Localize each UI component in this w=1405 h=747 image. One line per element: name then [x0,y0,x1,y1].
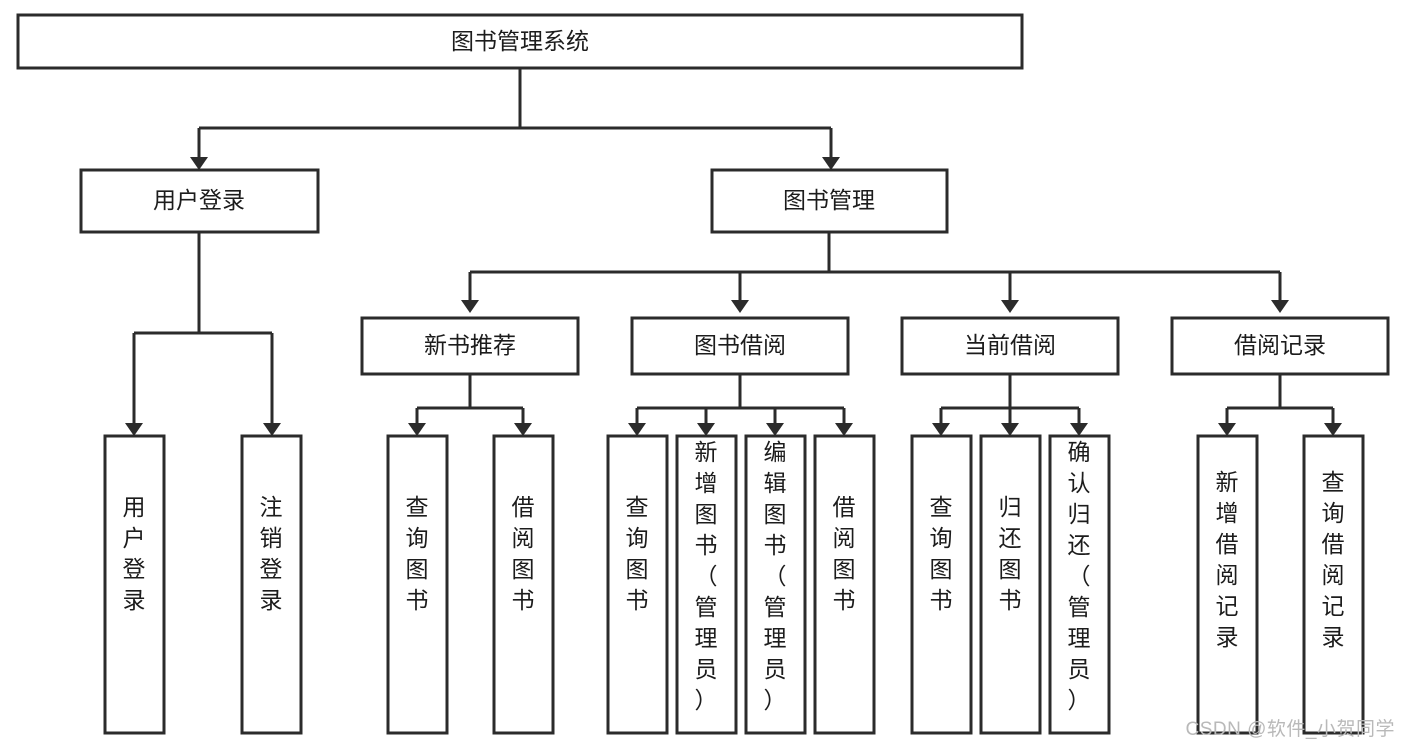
connector-newbook-to-leaves [408,374,532,436]
node-leaf-add-record[interactable]: 新增借阅记录 [1196,434,1259,735]
node-leaf-query-book-3[interactable]: 查询图书 [910,434,973,735]
connector-layer [125,68,1342,436]
node-leaf-query-book-2-label: 查询图书 [626,494,649,613]
connector-currentborrow-to-leaves [932,374,1088,436]
connector-userlogin-to-leaves [125,232,281,436]
node-leaf-add-book[interactable]: 新增图书（管理员） [675,434,738,735]
node-book-borrow-label: 图书借阅 [694,332,786,358]
node-book-borrow[interactable]: 图书借阅 [630,316,850,376]
node-leaf-query-book-3-label: 查询图书 [930,494,953,613]
node-leaf-query-record-label: 查询借阅记录 [1322,469,1345,650]
node-leaf-logout[interactable]: 注销登录 [240,434,303,735]
node-borrow-record-label: 借阅记录 [1234,332,1326,358]
node-leaf-borrow-book-1[interactable]: 借阅图书 [492,434,555,735]
leaf-layer: 用户登录 注销登录 查询图书 借阅图书 查询图书 新增图书（管理员） [103,434,1365,735]
node-book-manage[interactable]: 图书管理 [710,168,949,234]
node-new-book-rec-label: 新书推荐 [424,332,516,358]
node-book-manage-label: 图书管理 [783,187,875,213]
node-leaf-query-book-1[interactable]: 查询图书 [386,434,449,735]
node-leaf-add-record-label: 新增借阅记录 [1216,469,1239,650]
node-current-borrow[interactable]: 当前借阅 [900,316,1120,376]
node-current-borrow-label: 当前借阅 [964,332,1056,358]
node-leaf-borrow-book-1-label: 借阅图书 [512,494,535,613]
node-user-login[interactable]: 用户登录 [79,168,320,234]
node-leaf-edit-book[interactable]: 编辑图书（管理员） [744,434,807,735]
node-borrow-record[interactable]: 借阅记录 [1170,316,1390,376]
node-leaf-confirm-return-label: 确认归还（管理员） [1068,439,1091,713]
node-leaf-borrow-book-2-label: 借阅图书 [833,494,856,613]
node-leaf-logout-label: 注销登录 [260,494,283,613]
node-leaf-query-record[interactable]: 查询借阅记录 [1302,434,1365,735]
node-leaf-query-book-1-label: 查询图书 [406,494,429,613]
node-leaf-edit-book-label: 编辑图书（管理员） [764,439,787,713]
node-leaf-borrow-book-2[interactable]: 借阅图书 [813,434,876,735]
node-leaf-user-login-label: 用户登录 [123,494,146,613]
connector-root-to-level2 [190,68,840,170]
node-new-book-rec[interactable]: 新书推荐 [360,316,580,376]
node-leaf-add-book-label: 新增图书（管理员） [695,439,718,713]
node-root-label: 图书管理系统 [451,28,589,54]
node-root[interactable]: 图书管理系统 [16,13,1024,70]
node-user-login-label: 用户登录 [153,187,245,213]
node-leaf-return-book[interactable]: 归还图书 [979,434,1042,735]
node-leaf-confirm-return[interactable]: 确认归还（管理员） [1048,434,1111,735]
node-leaf-return-book-label: 归还图书 [999,494,1022,613]
node-leaf-query-book-2[interactable]: 查询图书 [606,434,669,735]
node-leaf-user-login[interactable]: 用户登录 [103,434,166,735]
connector-bookborrow-to-leaves [628,374,853,436]
connector-bookmanage-to-level3 [461,232,1289,313]
connector-borrowrecord-to-leaves [1218,374,1342,436]
